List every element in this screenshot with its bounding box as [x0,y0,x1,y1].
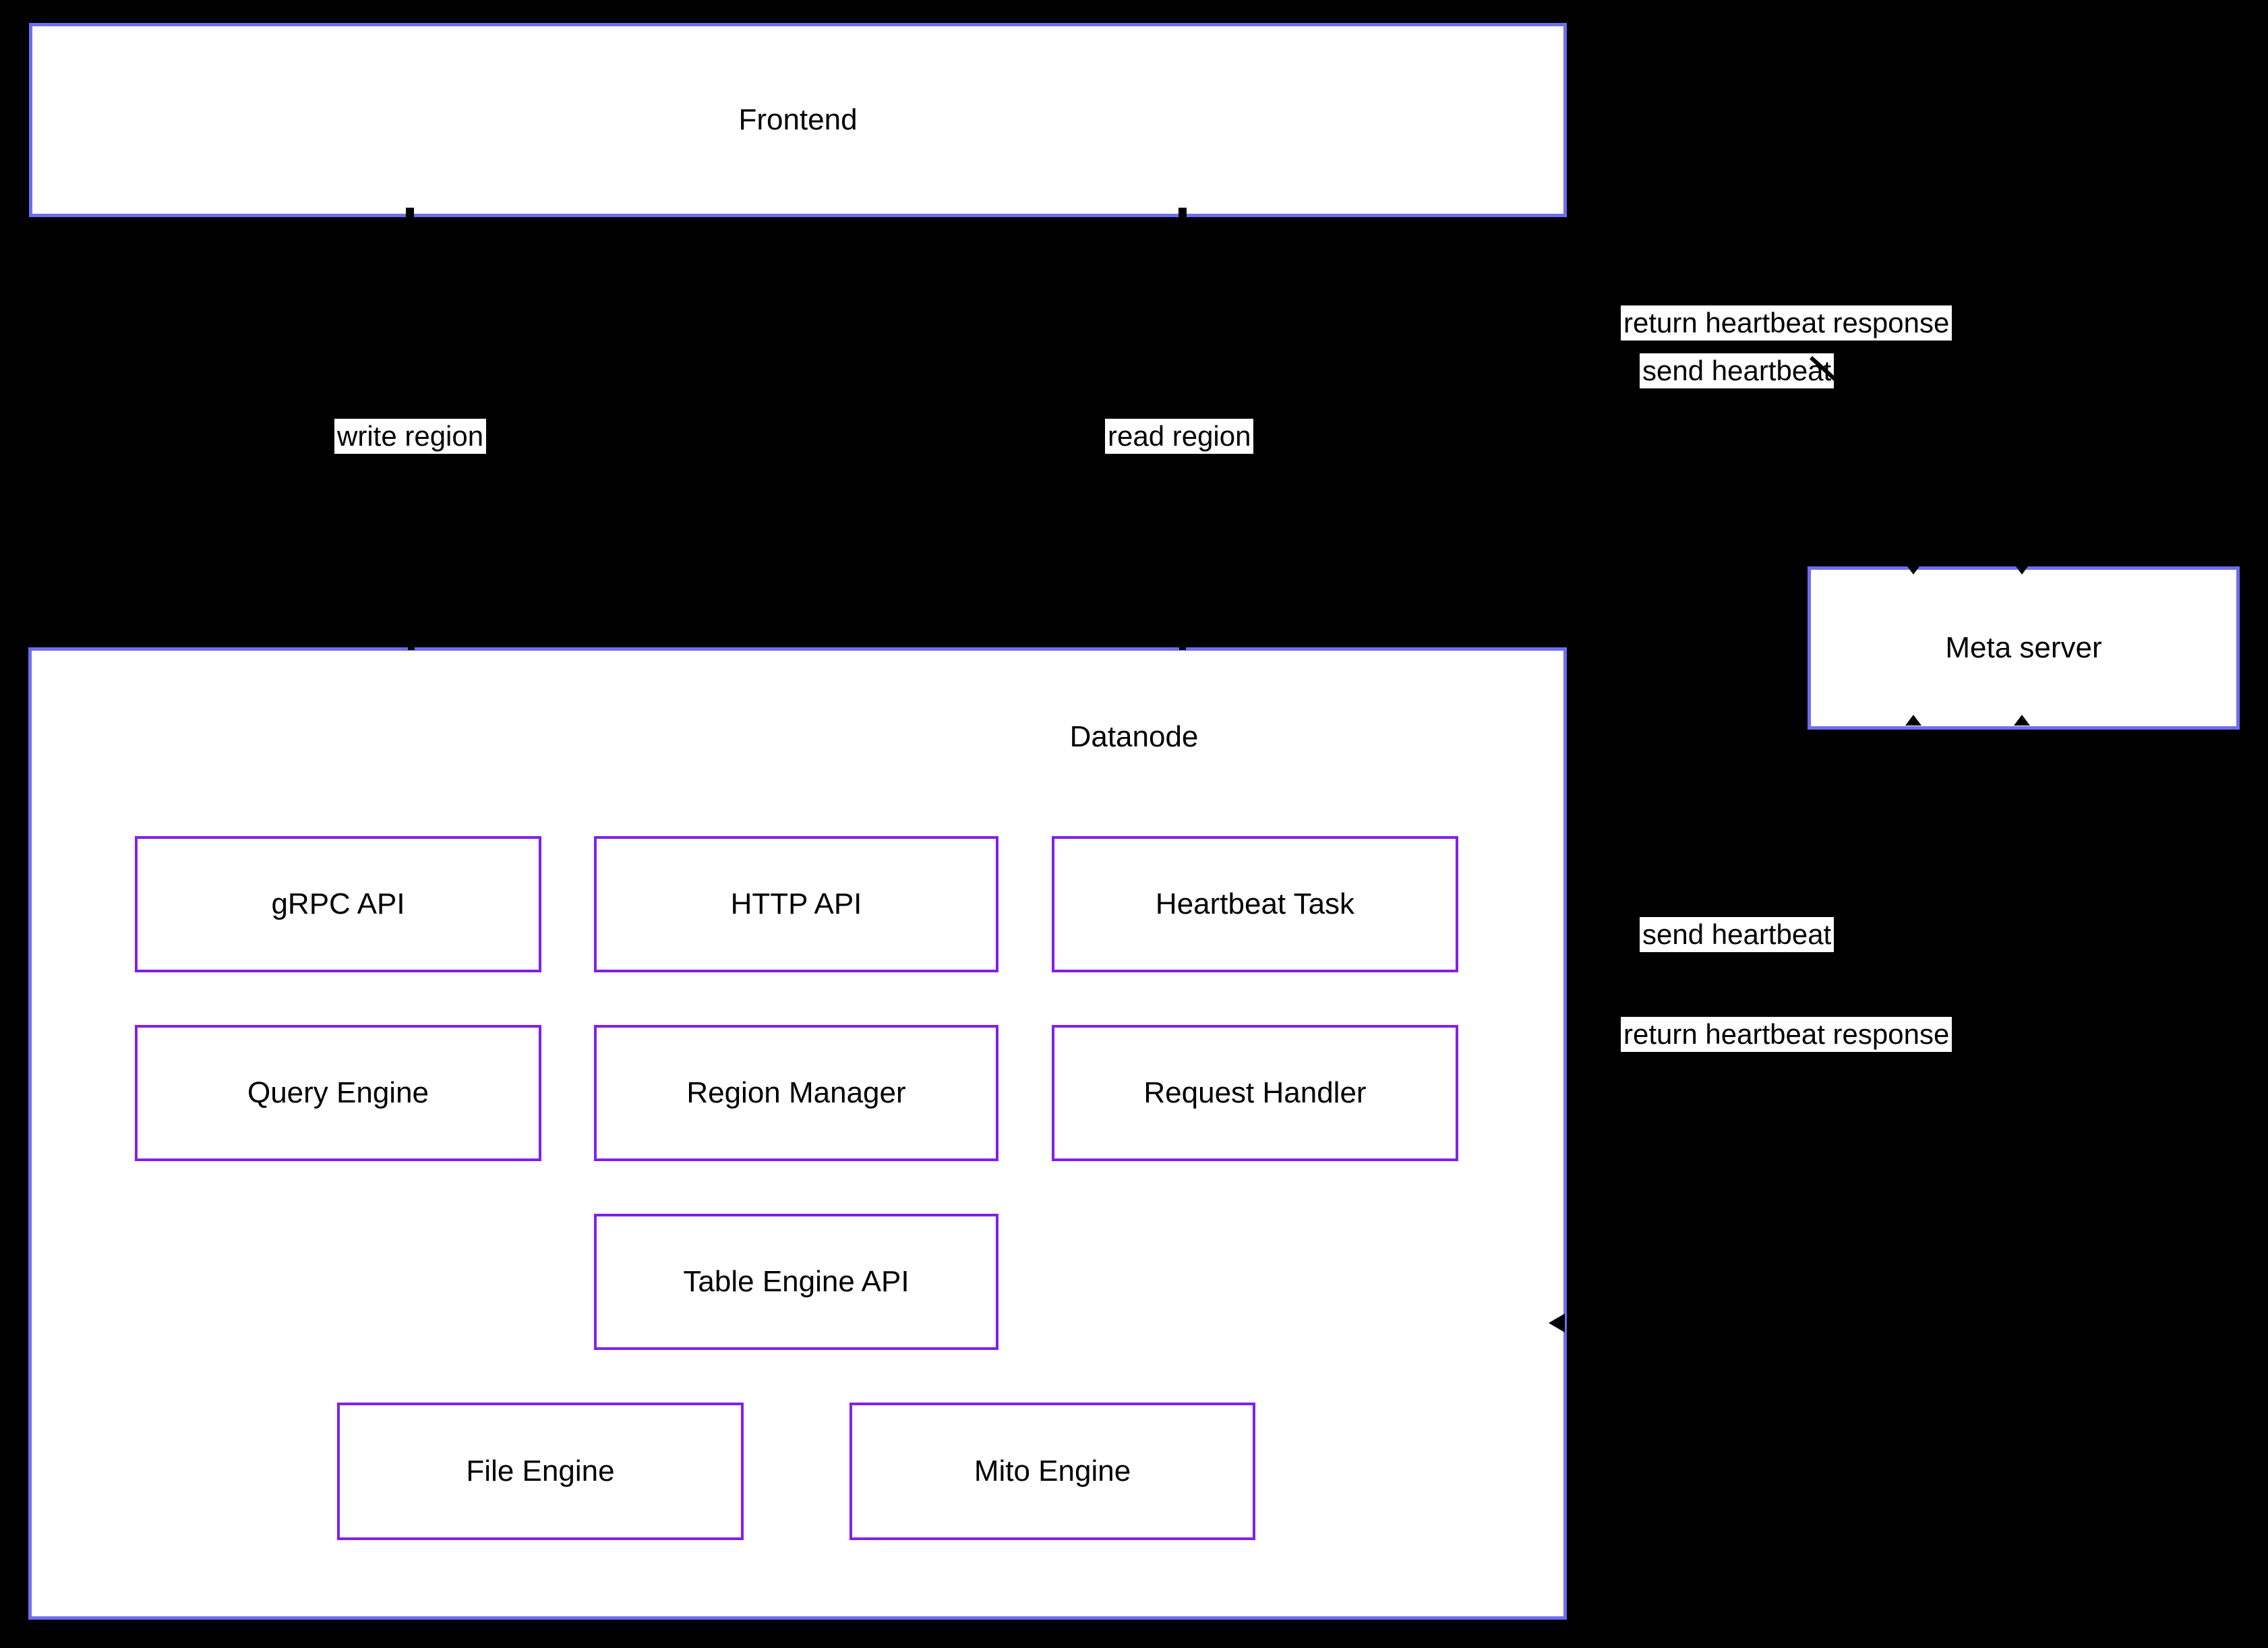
edge-label-return-heartbeat-datanode: return heartbeat response [1621,1017,1952,1052]
arrow-stub [1178,208,1187,220]
arrow-stub [1179,639,1186,650]
datanode-label: Datanode [1069,720,1199,753]
http-api-label: HTTP API [730,887,862,920]
region-manager-label: Region Manager [686,1076,906,1109]
frontend-node: Frontend [29,23,1567,217]
component-file-engine: File Engine [337,1403,744,1540]
component-table-engine-api: Table Engine API [594,1214,998,1350]
arrowhead-notch [1905,715,1921,726]
meta-server-label: Meta server [1945,631,2102,664]
arrowhead-notch [2014,564,2030,575]
meta-server-node: Meta server [1808,566,2240,730]
edge-label-write-region: write region [334,419,487,454]
mito-engine-label: Mito Engine [974,1454,1131,1488]
edge-label-send-heartbeat-top: send heartbeat [1640,353,1834,388]
edge-label-return-heartbeat-top: return heartbeat response [1621,305,1952,341]
request-handler-label: Request Handler [1143,1076,1367,1109]
component-region-manager: Region Manager [594,1025,998,1161]
component-request-handler: Request Handler [1052,1025,1458,1161]
arrowhead-notch [2014,715,2030,726]
query-engine-label: Query Engine [247,1076,429,1109]
component-mito-engine: Mito Engine [849,1403,1255,1540]
heartbeat-task-label: Heartbeat Task [1155,887,1355,920]
arrow-stub [408,639,415,650]
file-engine-label: File Engine [466,1454,615,1488]
grpc-api-label: gRPC API [271,887,405,920]
component-grpc-api: gRPC API [135,836,541,972]
arrowhead-notch [1905,564,1921,575]
edge-label-read-region: read region [1105,419,1254,454]
component-heartbeat-task: Heartbeat Task [1052,836,1458,972]
arrow-stub [406,208,414,220]
component-query-engine: Query Engine [135,1025,541,1161]
frontend-label: Frontend [738,103,858,136]
table-engine-api-label: Table Engine API [683,1265,909,1298]
component-http-api: HTTP API [594,836,998,972]
edge-label-send-heartbeat-datanode: send heartbeat [1640,917,1834,952]
arrowhead-notch [1549,1314,1565,1332]
